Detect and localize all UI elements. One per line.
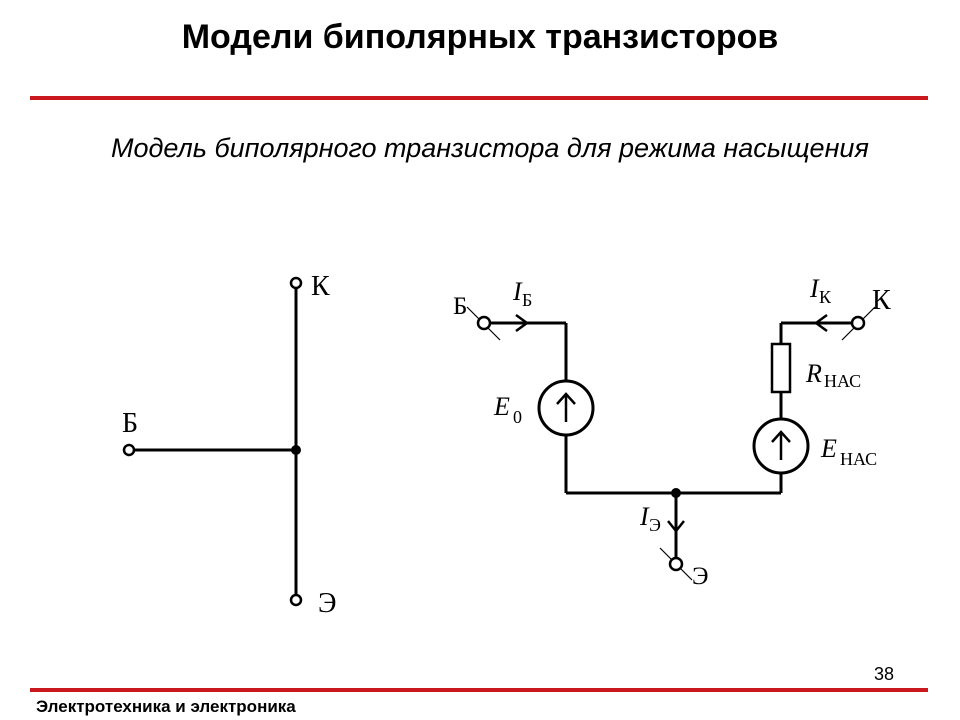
svg-text:К: К [819, 287, 832, 307]
left-base-label: Б [122, 408, 138, 439]
svg-text:I: I [809, 274, 820, 303]
collector-terminal-icon [289, 276, 303, 290]
junction-dot-icon [671, 488, 681, 498]
right-collector-label: К [872, 285, 891, 316]
base-terminal-icon [122, 443, 136, 457]
right-model [466, 306, 876, 581]
slide-title: Модели биполярных транзисторов [181, 18, 779, 56]
footer-divider [30, 688, 928, 692]
emitter-current-arrow-icon [667, 520, 685, 534]
collector-terminal-icon [850, 315, 866, 331]
svg-text:I: I [512, 277, 523, 306]
footer-text: Электротехника и электроника [36, 697, 296, 716]
left-emitter-label: Э [318, 588, 336, 619]
right-base-label: Б [453, 293, 467, 320]
resistor-label: R НАС [805, 359, 861, 391]
svg-text:R: R [805, 359, 822, 388]
svg-text:E: E [493, 392, 510, 421]
emitter-current-label: I Э [639, 502, 661, 535]
resistor-icon [770, 342, 792, 394]
svg-text:Э: Э [649, 515, 661, 535]
left-model [122, 276, 303, 607]
source-ehac-label: E НАС [820, 434, 877, 469]
svg-text:I: I [639, 502, 650, 531]
base-current-arrow-icon [515, 313, 530, 333]
svg-text:0: 0 [513, 407, 522, 427]
source-e0-label: E 0 [493, 392, 522, 427]
collector-current-arrow-icon [813, 313, 828, 333]
left-collector-label: К [311, 271, 330, 302]
page-number: 38 [874, 664, 895, 684]
base-current-label: I Б [512, 277, 532, 310]
title-divider [30, 96, 928, 100]
voltage-source-icon [752, 417, 810, 475]
base-terminal-icon [476, 315, 492, 331]
junction-dot-icon [291, 445, 301, 455]
voltage-source-icon [537, 379, 595, 437]
svg-text:E: E [820, 434, 837, 463]
emitter-terminal-icon [289, 593, 303, 607]
svg-text:НАС: НАС [824, 371, 861, 391]
slide-subtitle: Модель биполярного транзистора для режим… [111, 133, 869, 163]
collector-current-label: I К [809, 274, 832, 307]
emitter-terminal-icon [668, 556, 684, 572]
svg-text:Б: Б [522, 290, 532, 310]
svg-text:НАС: НАС [840, 449, 877, 469]
right-emitter-label: Э [692, 563, 709, 590]
